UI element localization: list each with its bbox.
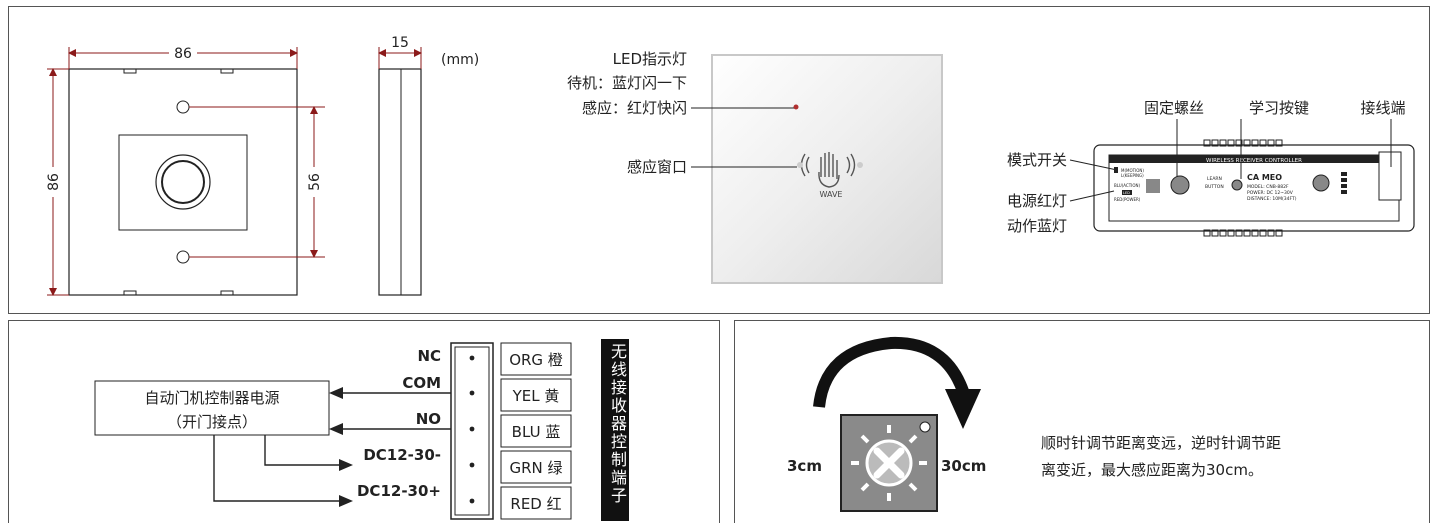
adjust-note-line1: 顺时针调节距离变远，逆时针调节距 <box>1041 434 1281 452</box>
sensor-window-label: 感应窗口 <box>627 158 687 176</box>
receiver-terminal-vertical-label: 无线接收器控制端子 <box>608 343 627 505</box>
pcb-title: WIRELESS RECEIVER CONTROLLER <box>1206 158 1302 164</box>
min-distance: 3cm <box>787 457 822 475</box>
learn-text: LEARN <box>1207 176 1222 182</box>
height-dimension: 86 <box>46 173 62 191</box>
dimension-drawing: 86 86 56 15 (mm) WAVE <box>45 35 1415 296</box>
hole-spacing-dimension: 56 <box>307 173 323 191</box>
label-dc-plus: DC12-30+ <box>357 482 441 500</box>
distance-diagram: 3cm 30cm 顺时针调节距离变远，逆时针调节距 离变近，最大感应距离为30c… <box>787 336 1281 512</box>
distance-text: DISTANCE: 10M(34FT) <box>1247 196 1297 202</box>
clockwise-arrow-icon <box>945 389 981 429</box>
led-sense-label: 感应：红灯快闪 <box>582 99 687 117</box>
led-text: LED <box>1123 191 1130 195</box>
sensor-panel: WAVE LED指示灯 待机：蓝灯闪一下 感应：红灯快闪 感应窗口 <box>567 50 943 284</box>
wire-blu: BLU 蓝 <box>512 423 561 441</box>
qr-code <box>1146 179 1160 193</box>
learn-button-label: 学习按键 <box>1249 99 1309 117</box>
brand-text: CA MEO <box>1247 173 1282 182</box>
mode-switch-label: 模式开关 <box>1007 151 1067 169</box>
wiring-panel: 自动门机控制器电源 （开门接点） NC COM NO DC12-30- DC12… <box>8 320 720 523</box>
terminal-block <box>450 342 494 520</box>
power-text: RED(POWER) <box>1114 197 1141 202</box>
receiver-module: WIRELESS RECEIVER CONTROLLER M(MOTION) L… <box>1007 99 1415 237</box>
side-view: 15 (mm) <box>378 35 479 296</box>
front-view: 86 86 56 <box>45 45 325 296</box>
label-nc: NC <box>417 347 441 365</box>
mode2-text: L(KEEPING) <box>1121 173 1144 178</box>
wire-yel: YEL 黄 <box>512 387 560 405</box>
distance-panel: 3cm 30cm 顺时针调节距离变远，逆时针调节距 离变近，最大感应距离为30c… <box>734 320 1430 523</box>
distance-knob <box>840 414 938 512</box>
led-indicator-label: LED指示灯 <box>613 50 687 68</box>
width-dimension: 86 <box>174 46 192 62</box>
label-com: COM <box>402 374 441 392</box>
power-rating-text: POWER: DC 12~30V <box>1247 190 1294 196</box>
hand-icon <box>797 152 863 188</box>
dimension-panel: 86 86 56 15 (mm) WAVE <box>8 6 1430 314</box>
wire-red: RED 红 <box>510 495 561 513</box>
fixing-screw-label: 固定螺丝 <box>1144 99 1204 117</box>
controller-label-2: （开门接点） <box>167 413 257 431</box>
button-text: BUTTON <box>1205 184 1224 190</box>
action-led-label: 动作蓝灯 <box>1007 217 1067 235</box>
mode1-text: M(MOTION) <box>1121 168 1144 173</box>
led-standby-label: 待机：蓝灯闪一下 <box>567 74 687 92</box>
terminal-label: 接线端 <box>1360 99 1405 117</box>
model-text: MODEL: CNB-882F <box>1247 184 1289 190</box>
controller-label-1: 自动门机控制器电源 <box>144 389 279 407</box>
wire-org: ORG 橙 <box>509 351 563 369</box>
action-text: BLU(ACTION) <box>1114 183 1140 188</box>
wave-label: WAVE <box>820 190 843 199</box>
label-dc-minus: DC12-30- <box>363 446 441 464</box>
wire-grn: GRN 绿 <box>509 459 562 477</box>
max-distance: 30cm <box>941 457 986 475</box>
wiring-diagram: 自动门机控制器电源 （开门接点） NC COM NO DC12-30- DC12… <box>94 339 629 521</box>
label-no: NO <box>416 410 441 428</box>
power-led-label: 电源红灯 <box>1007 192 1067 210</box>
unit-label: (mm) <box>441 52 479 68</box>
adjust-note-line2: 离变近，最大感应距离为30cm。 <box>1041 461 1263 479</box>
depth-dimension: 15 <box>391 35 409 51</box>
